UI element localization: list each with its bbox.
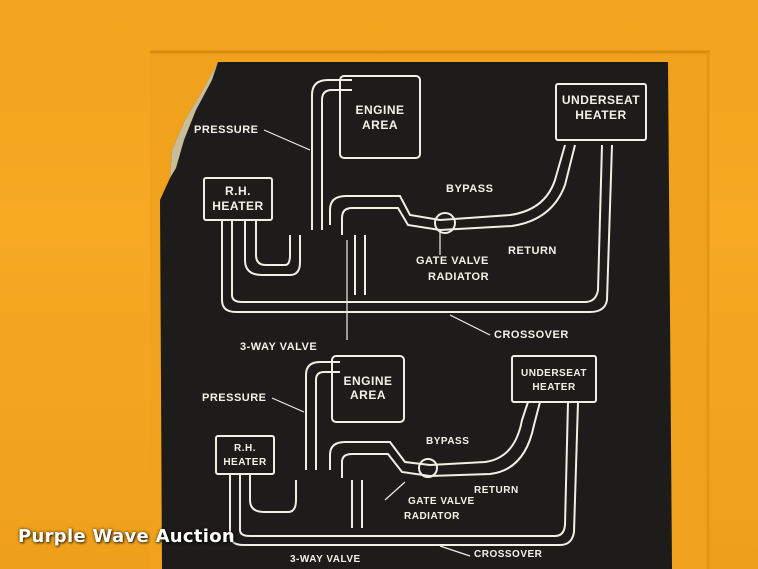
bottom-crossover-label: CROSSOVER — [474, 549, 543, 560]
bottom-diagram — [215, 355, 597, 557]
bottom-bypass-label: BYPASS — [426, 436, 470, 447]
bottom-crossover-inner — [239, 401, 569, 537]
bottom-return-label: RETURN — [474, 485, 519, 496]
bottom-gate-leader — [384, 481, 406, 501]
top-rh-line2: HEATER — [212, 199, 264, 213]
top-bypass-label: BYPASS — [446, 183, 494, 195]
bottom-underseat-box — [511, 355, 597, 403]
bottom-crossover — [229, 401, 579, 546]
bottom-pressure-pipe-inner — [315, 371, 340, 470]
top-return-pipe — [329, 144, 566, 225]
bottom-engine-area-line2: AREA — [349, 388, 386, 402]
bottom-pressure-pipe — [305, 361, 340, 470]
top-crossover-label: CROSSOVER — [494, 329, 569, 341]
top-radiator-label: RADIATOR — [428, 271, 490, 283]
top-engine-area-box — [339, 75, 421, 159]
top-underseat-box — [555, 83, 647, 141]
bottom-engine-area-box — [331, 355, 405, 423]
top-pressure-pipe — [311, 79, 352, 230]
top-return-label: RETURN — [508, 245, 557, 257]
top-crossover-leader — [449, 314, 491, 336]
top-underseat-line1: UNDERSEAT — [561, 93, 641, 107]
bottom-underseat-line1: UNDERSEAT — [521, 368, 587, 379]
top-pressure-leader — [263, 129, 311, 151]
watermark: Purple Wave Auction — [18, 526, 236, 547]
bottom-pressure-leader — [271, 397, 305, 413]
bottom-gate-valve-label: GATE VALVE — [408, 496, 475, 507]
top-rh-loop-inner — [255, 220, 291, 266]
bottom-return-pipe-inner — [341, 401, 541, 478]
top-rh-line1: R.H. — [225, 184, 251, 198]
bottom-crossover-leader — [439, 545, 471, 557]
decal-peel — [170, 62, 218, 178]
top-return-pipe-inner — [341, 144, 576, 235]
bottom-return-pipe — [329, 401, 529, 470]
top-gate-valve-label: GATE VALVE — [416, 255, 489, 267]
top-rh-heater-box — [203, 177, 273, 221]
top-rh-loop — [244, 220, 301, 276]
bottom-underseat-line2: HEATER — [532, 382, 576, 393]
top-gate-valve — [434, 212, 456, 234]
top-crossover — [221, 144, 613, 313]
top-engine-area-line2: AREA — [361, 118, 398, 132]
bottom-pressure-label: PRESSURE — [202, 392, 267, 404]
top-crossover-inner — [231, 144, 603, 303]
decal-background — [160, 62, 672, 569]
bottom-rh-loop — [249, 474, 297, 513]
top-pressure-pipe-inner — [321, 89, 352, 230]
bottom-gate-valve — [418, 458, 438, 478]
top-pressure-label: PRESSURE — [194, 124, 259, 136]
bottom-engine-area-line1: ENGINE — [343, 374, 393, 388]
bottom-rh-heater-box — [215, 435, 275, 475]
bottom-rh-line2: HEATER — [223, 457, 267, 468]
bottom-radiator-label: RADIATOR — [404, 511, 460, 522]
bottom-3way-label: 3-WAY VALVE — [290, 554, 361, 565]
top-diagram — [203, 75, 647, 340]
top-engine-area-line1: ENGINE — [355, 103, 405, 117]
top-underseat-line2: HEATER — [575, 108, 627, 122]
top-3way-label: 3-WAY VALVE — [240, 341, 318, 353]
bottom-rh-line1: R.H. — [234, 443, 256, 454]
